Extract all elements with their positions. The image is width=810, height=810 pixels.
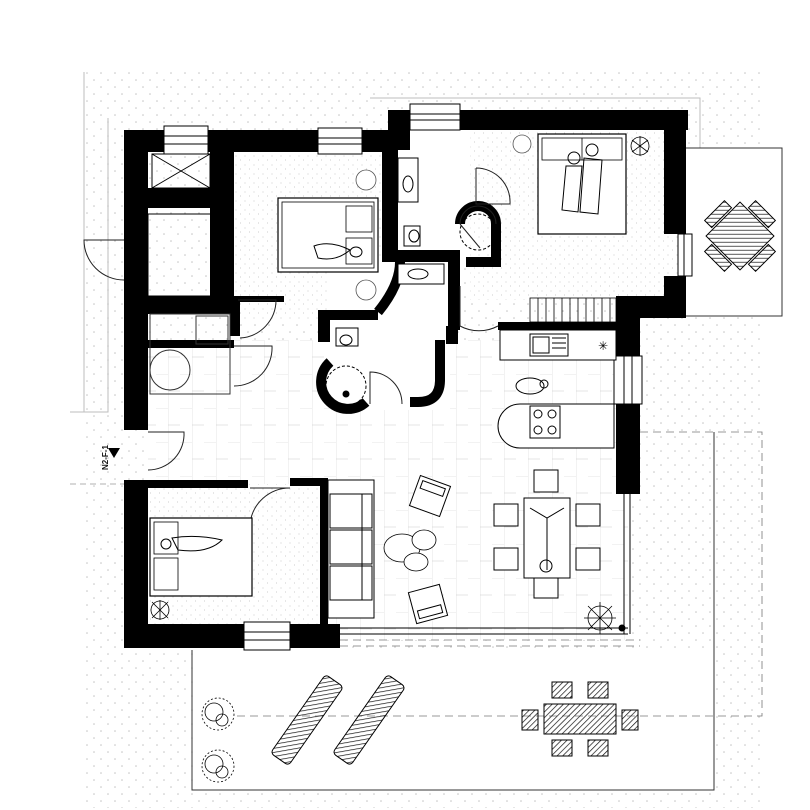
washing-machine-icon	[149, 349, 191, 391]
shelving-icon	[529, 297, 617, 323]
lamp-icon	[355, 279, 377, 301]
plant-icon	[150, 600, 170, 620]
bed-icon	[149, 517, 253, 597]
chair-icon	[493, 547, 519, 571]
bedroom-south	[149, 517, 253, 620]
glazing-living	[340, 494, 631, 635]
bathroom-fixtures	[325, 157, 500, 407]
person-icon	[313, 243, 363, 260]
sofa-icon	[327, 479, 375, 619]
unit-label: N2-F-1	[101, 445, 110, 470]
tree-icon	[201, 697, 235, 783]
plant-icon	[630, 136, 650, 156]
person-icon	[539, 559, 553, 573]
shower-icon	[459, 213, 497, 251]
utility-room	[149, 313, 231, 395]
person-icon	[515, 377, 549, 395]
chair-icon	[575, 503, 601, 527]
bedroom-north-west	[277, 169, 379, 301]
sun-lounger-icon	[271, 675, 405, 765]
patio-table-icon	[521, 681, 639, 757]
armchair-icon	[408, 474, 452, 518]
doors	[83, 167, 511, 525]
coffee-table-icon	[383, 529, 437, 572]
armchair-icon	[407, 583, 449, 625]
balcony-furniture	[703, 199, 777, 273]
lamp-icon	[355, 169, 377, 191]
bedroom-master	[512, 133, 650, 323]
terrace-furniture	[201, 675, 639, 783]
person-icon	[561, 143, 603, 215]
patio-table-icon	[703, 199, 777, 273]
living-room	[327, 474, 452, 625]
plant-icon	[584, 602, 616, 634]
bed-icon	[277, 197, 379, 273]
lamp-icon	[512, 134, 532, 154]
hob-icon	[529, 405, 561, 439]
shower-icon	[325, 365, 367, 407]
toilet-icon	[335, 327, 359, 347]
chair-icon	[533, 469, 559, 493]
walls	[124, 110, 688, 648]
bathtub-icon	[397, 157, 419, 203]
chair-icon	[575, 547, 601, 571]
light-icon: ✳	[598, 339, 608, 353]
unit-tag: N2-F-1	[101, 445, 120, 470]
dining-area	[493, 469, 616, 634]
chair-icon	[533, 577, 559, 599]
windows	[163, 103, 693, 651]
storage-unit	[147, 153, 221, 297]
kitchen-sink-icon	[529, 333, 569, 357]
chair-icon	[493, 503, 519, 527]
kitchen: ✳	[497, 329, 617, 449]
person-icon	[160, 535, 223, 552]
toilet-icon	[403, 225, 421, 247]
